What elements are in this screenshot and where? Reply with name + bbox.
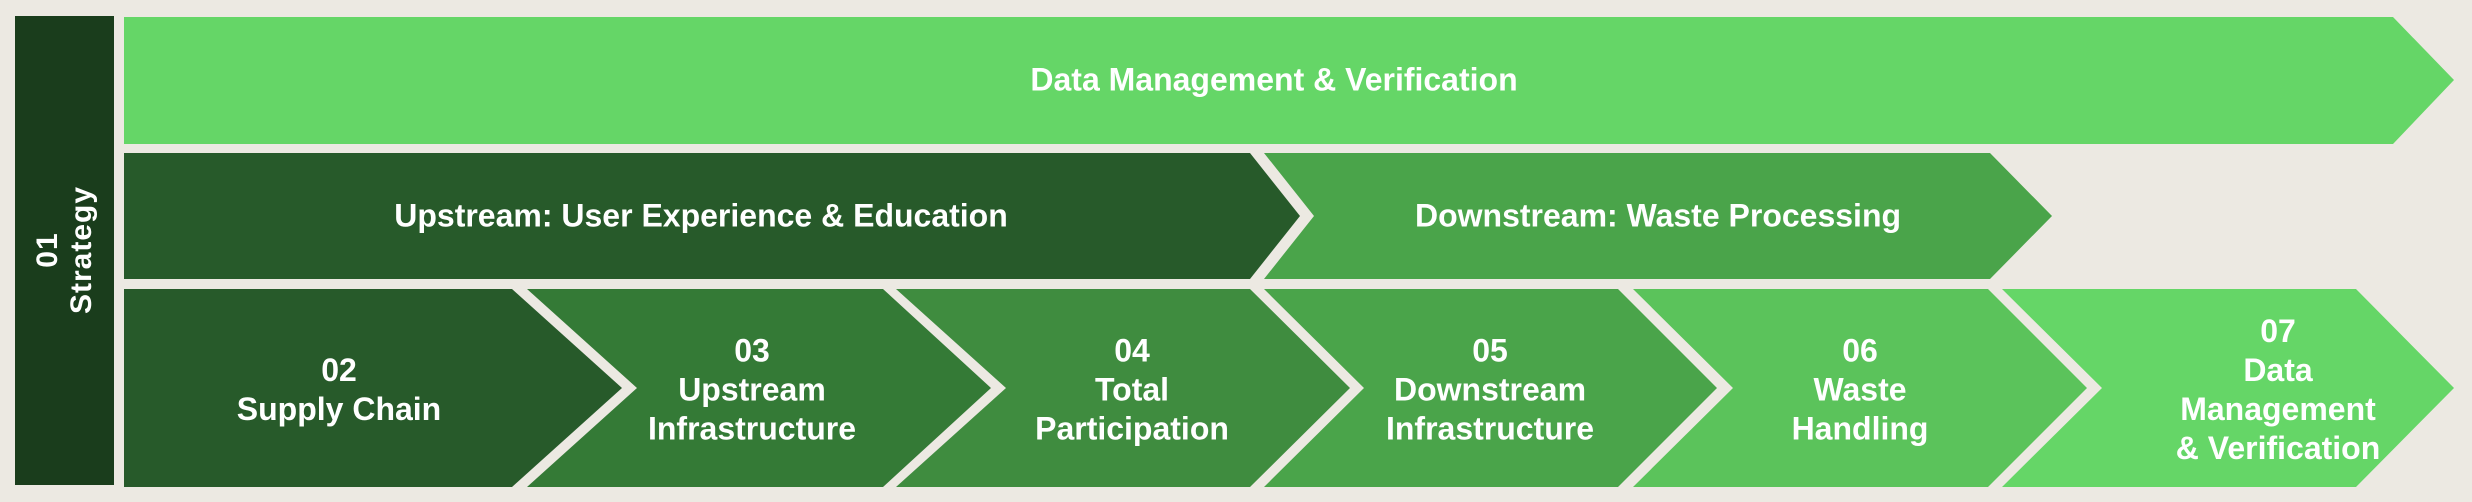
top-band-label: Data Management & Verification <box>1030 61 1518 98</box>
step-number: 03 <box>734 332 770 369</box>
step-title: Waste <box>1813 371 1907 408</box>
step-title: Data <box>2243 352 2313 388</box>
upstream-band-label: Upstream: User Experience & Education <box>394 197 1008 234</box>
step-title: Infrastructure <box>647 410 857 447</box>
step-title: Management <box>2180 391 2376 427</box>
step-06-label: 06 Waste Handling <box>1792 332 1929 449</box>
step-title: Participation <box>1035 410 1229 447</box>
downstream-band-arrow <box>1264 153 2052 279</box>
upstream-band-arrow <box>124 153 1300 279</box>
step-03-label: 03 Upstream Infrastructure <box>648 332 856 449</box>
step-title: Upstream <box>678 371 826 408</box>
step-number: 06 <box>1842 332 1878 369</box>
step-title: Infrastructure <box>1385 410 1595 447</box>
step-number: 02 <box>321 352 357 388</box>
sidebar-strategy-block <box>15 16 114 485</box>
sidebar-number: 01 <box>31 232 64 268</box>
step-06-chevron <box>1633 289 2087 487</box>
sidebar-label: 01 Strategy <box>31 186 99 314</box>
step-02-chevron <box>124 289 622 487</box>
step-title: Supply Chain <box>236 391 442 427</box>
step-04-label: 04 Total Participation <box>1035 332 1229 449</box>
top-band-arrow <box>124 17 2454 144</box>
step-03-chevron <box>527 289 991 487</box>
sidebar-title: Strategy <box>65 185 98 315</box>
step-05-chevron <box>1264 289 1717 487</box>
step-title: & Verification <box>2175 430 2381 466</box>
step-07-chevron <box>2002 289 2454 487</box>
step-number: 04 <box>1114 332 1150 369</box>
step-title: Downstream <box>1393 371 1587 408</box>
step-number: 05 <box>1472 332 1508 369</box>
downstream-band-label: Downstream: Waste Processing <box>1414 197 1902 234</box>
step-title: Total <box>1094 371 1170 408</box>
step-number: 07 <box>2260 313 2296 349</box>
step-05-label: 05 Downstream Infrastructure <box>1386 332 1594 449</box>
step-07-label: 07 Data Management & Verification <box>2176 312 2381 468</box>
step-title: Handling <box>1791 410 1929 447</box>
step-02-label: 02 Supply Chain <box>237 351 441 429</box>
step-04-chevron <box>896 289 1350 487</box>
